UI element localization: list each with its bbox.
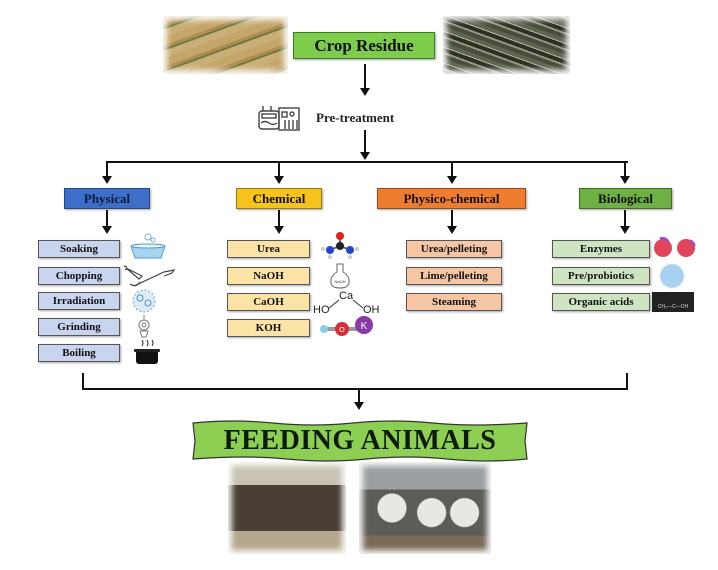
pot-icon	[134, 339, 160, 364]
arrow-head	[620, 176, 630, 184]
sheep-pen-photo	[359, 462, 491, 554]
arrow-head	[274, 176, 284, 184]
koh-k: K	[361, 321, 368, 332]
connector	[624, 161, 626, 176]
connector	[278, 210, 280, 228]
lab-equipment-icon	[258, 106, 300, 131]
connector	[451, 210, 453, 228]
caoh-formula-icon: HO Ca OH	[313, 290, 380, 316]
grinder-icon	[138, 315, 150, 338]
physical-item-irradiation: Irradiation	[38, 292, 120, 310]
category-chemical: Chemical	[236, 188, 322, 209]
acetic-acid-icon: CH₃—C—OH	[652, 292, 694, 312]
caoh-ho: HO	[313, 304, 330, 316]
feeding-animals-banner-bg	[192, 420, 528, 462]
crop-straw-photo	[443, 16, 570, 74]
connector	[358, 390, 360, 402]
flask-icon: NaOH	[330, 263, 350, 289]
connector	[364, 130, 366, 152]
biological-item-organic-acids: Organic acids	[552, 293, 650, 311]
physical-item-grinding: Grinding	[38, 318, 120, 336]
crop-field-photo	[163, 16, 288, 74]
arrow-head	[360, 152, 370, 160]
arrow-head	[360, 88, 370, 96]
connector	[364, 64, 366, 88]
physico-item-urea-pelleting: Urea/pelleting	[406, 240, 502, 258]
cattle-barn-photo	[228, 462, 346, 554]
arrow-head	[620, 226, 630, 234]
flask-label: NaOH	[334, 279, 345, 284]
crop-residue-title: Crop Residue	[293, 32, 435, 59]
arrow-head	[102, 176, 112, 184]
acetic-acid-formula: CH₃—C—OH	[657, 304, 689, 310]
knife-carrot-icon	[123, 265, 176, 287]
tub-icon	[130, 233, 166, 259]
physical-item-soaking: Soaking	[38, 240, 120, 258]
koh-o: O	[339, 327, 345, 334]
arrow-head	[274, 226, 284, 234]
chemical-item-koh: KOH	[227, 319, 310, 337]
urea-molecule-icon	[321, 232, 359, 259]
bracket-bottom	[82, 388, 628, 390]
category-physical: Physical	[64, 188, 150, 209]
chemical-item-naoh: NaOH	[227, 267, 310, 285]
caoh-oh: OH	[363, 304, 380, 316]
bacteria-icon	[659, 263, 685, 289]
biological-item-enzymes: Enzymes	[552, 240, 650, 258]
arrow-head	[354, 402, 364, 410]
koh-molecule-icon: O K	[320, 316, 373, 336]
feeding-animals-title: FEEDING ANIMALS	[223, 425, 497, 456]
caoh-ca: Ca	[339, 290, 354, 302]
connector	[278, 161, 280, 176]
pretreatment-label: Pre-treatment	[316, 110, 395, 125]
physico-item-lime-pelleting: Lime/pelleting	[406, 267, 502, 285]
physical-item-boiling: Boiling	[38, 344, 120, 362]
irradiation-icon	[132, 289, 156, 313]
physical-item-chopping: Chopping	[38, 267, 120, 285]
arrow-head	[447, 226, 457, 234]
biological-item-probiotics: Pre/probiotics	[552, 267, 650, 285]
enzyme-icon	[654, 236, 696, 257]
arrow-head	[447, 176, 457, 184]
bracket-right	[626, 373, 628, 389]
category-physico-chemical: Physico-chemical	[377, 188, 526, 209]
chemical-item-caoh: CaOH	[227, 293, 310, 311]
arrow-head	[102, 226, 112, 234]
distributor-line	[106, 161, 628, 163]
connector	[106, 161, 108, 176]
chemical-item-urea: Urea	[227, 240, 310, 258]
connector	[624, 210, 626, 228]
bracket-left	[82, 373, 84, 389]
category-biological: Biological	[579, 188, 672, 209]
connector	[451, 161, 453, 176]
connector	[106, 210, 108, 228]
physico-item-steaming: Steaming	[406, 293, 502, 311]
